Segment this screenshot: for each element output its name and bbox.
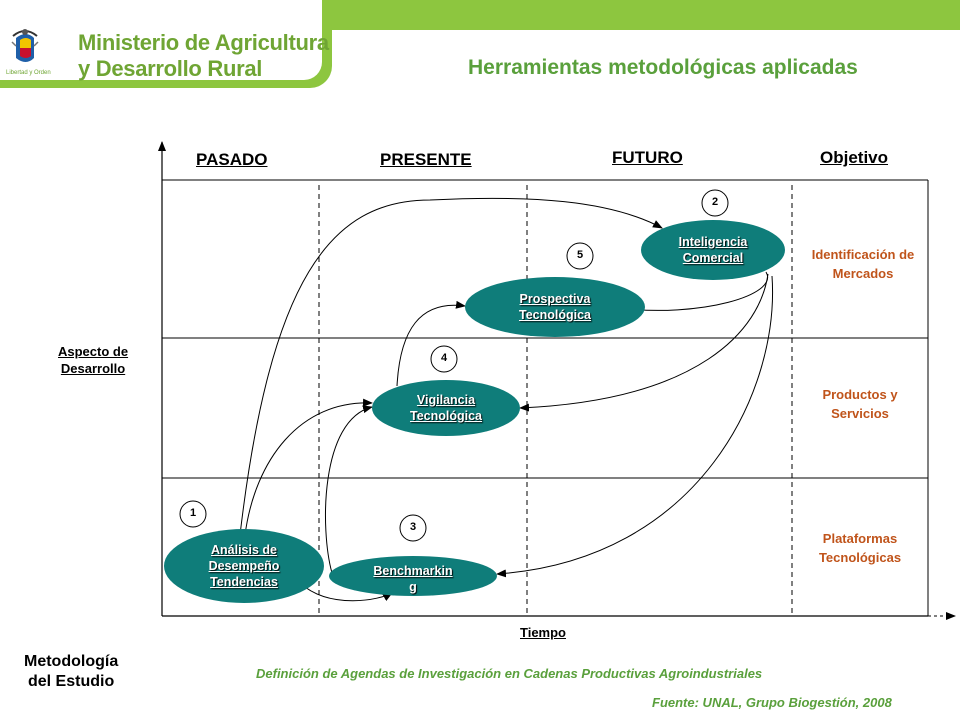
agenda-caption: Definición de Agendas de Investigación e… — [256, 666, 763, 681]
column-presente: PRESENTE — [380, 150, 472, 169]
header-tab — [0, 0, 332, 88]
node-analisis-shape — [164, 529, 324, 603]
objective-productos-servicios: Productos y Servicios — [822, 387, 898, 421]
node-inteligencia-shape — [641, 220, 785, 280]
arrow-analisis-to-inteligencia — [239, 197, 663, 536]
column-futuro: FUTURO — [612, 148, 683, 167]
logo-motto: Libertad y Orden — [6, 70, 51, 76]
methodology-label: Metodología del Estudio — [24, 653, 119, 690]
arrow-benchmarking-to-vigilancia — [324, 405, 373, 574]
page-title: Herramientas metodológicas aplicadas — [468, 56, 858, 79]
y-axis-label: Aspecto de Desarrollo — [58, 344, 129, 376]
x-axis-label: Tiempo — [520, 625, 566, 640]
node-vigilancia-shape — [372, 380, 520, 436]
column-pasado: PASADO — [196, 150, 268, 169]
arrow-analisis-to-benchmarking — [299, 582, 393, 602]
arrow-analisis-to-vigilancia — [244, 398, 373, 536]
objective-plataformas-tecnologicas: Plataformas Tecnológicas — [818, 531, 902, 565]
ministry-name: Ministerio de Agricultura y Desarrollo R… — [78, 30, 329, 81]
number-1: 1 — [189, 507, 197, 519]
number-circle-5 — [566, 242, 594, 270]
arrow-inteligencia-to-benchmarking — [496, 275, 774, 578]
number-circle-2 — [701, 189, 729, 217]
node-benchmarking-shape — [329, 556, 497, 596]
number-3: 3 — [409, 521, 417, 533]
number-5: 5 — [576, 249, 584, 261]
column-objetivo: Objetivo — [820, 148, 889, 167]
node-prospectiva-shape — [465, 277, 645, 337]
number-circle-3 — [399, 514, 427, 542]
coat-of-arms-logo: Libertad y Orden — [6, 28, 68, 78]
number-2: 2 — [711, 196, 719, 208]
objective-identificacion-mercados: Identificación de Mercados — [811, 247, 915, 281]
number-circle-4 — [430, 345, 458, 373]
source-caption: Fuente: UNAL, Grupo Biogestión, 2008 — [652, 695, 892, 710]
arrow-vigilancia-to-prospectiva — [396, 300, 466, 387]
number-4: 4 — [440, 352, 448, 364]
arrow-inteligencia-to-vigilancia — [519, 273, 769, 412]
number-circle-1 — [179, 500, 207, 528]
